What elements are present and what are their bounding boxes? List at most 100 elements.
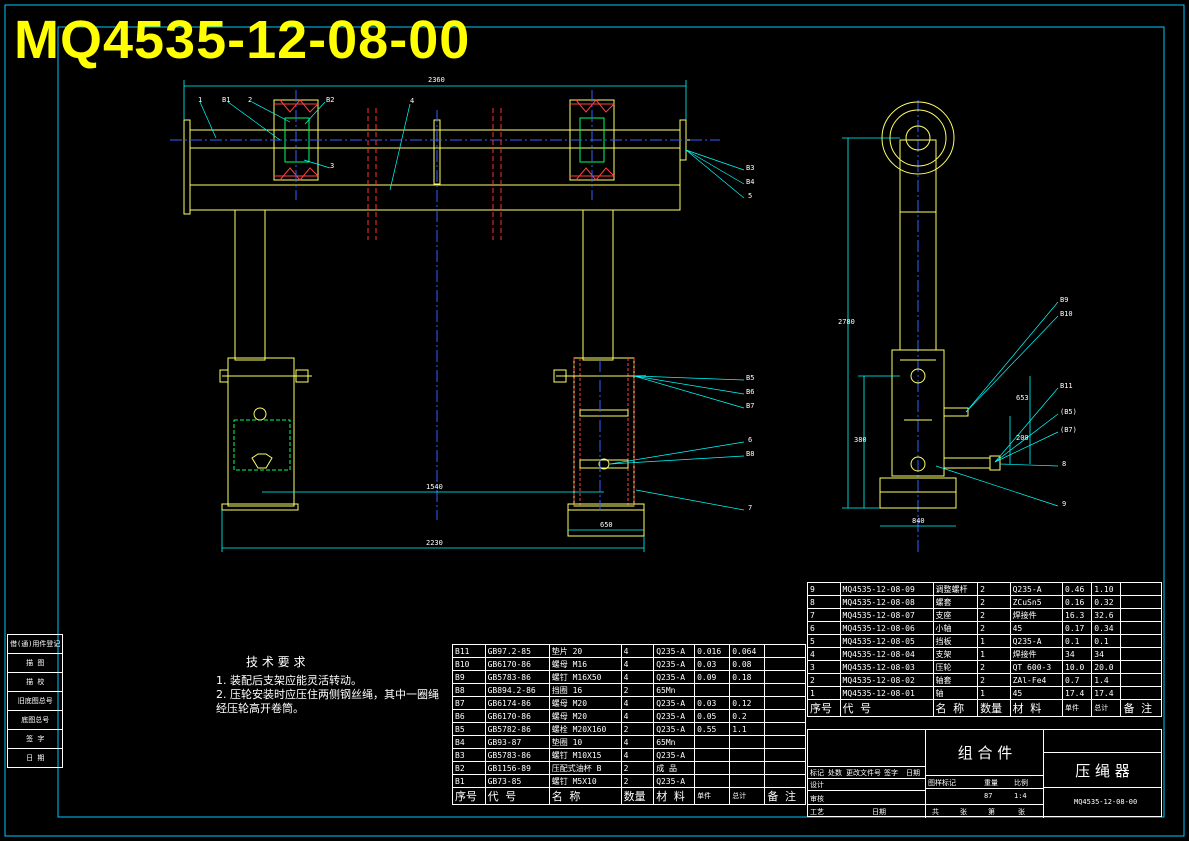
bom-cell: 0.16 [1062,595,1093,609]
bom-cell: B11 [452,644,486,658]
bom-cell: Q235-A [653,670,696,684]
side-cell: 日 期 [6,748,64,768]
date-label: 日期 [872,808,886,816]
dim-right-small1: 653 [1016,394,1029,402]
bom-cell [764,696,806,710]
stage-value: 87 [984,792,993,800]
bom-cell: 45 [1009,686,1064,700]
rev-header: 签字 [884,769,898,777]
bom-cell: 4 [807,647,841,661]
bom-cell: 2 [977,595,1011,609]
bom-header-cell: 代 号 [484,787,550,805]
callout: B5 [746,374,755,382]
bom-cell: 4 [620,748,655,762]
bom-cell: 4 [620,657,655,671]
bom-cell: 螺母 M20 [548,709,622,723]
side-cell: 底图总号 [6,710,64,730]
bom-cell: 6 [807,621,841,635]
bom-cell: Q235-A [1009,582,1064,596]
bom-cell: 0.05 [694,709,731,723]
bom-header-cell: 备 注 [764,787,806,805]
dim-right-height: 2780 [838,318,855,326]
bom-cell: MQ4535-12-08-01 [839,686,934,700]
bom-cell: 0.09 [694,670,731,684]
bom-cell: B7 [452,696,486,710]
bom-cell: GB6170-86 [484,657,550,671]
bom-cell [694,748,731,762]
callout: 3 [330,162,335,170]
bom-cell: GB1156-89 [484,761,550,775]
bom-cell: 支架 [932,647,979,661]
bom-cell: 0.7 [1062,673,1093,687]
stage-header: 重量 [984,779,998,787]
bom-cell: B1 [452,774,486,788]
note-line: 经压轮高开卷筒。 [216,702,304,715]
bom-header-cell: 序号 [452,787,486,805]
bom-cell: 65Mn [653,683,696,697]
callout: 7 [748,504,753,512]
bom-cell: 螺钉 M5X10 [548,774,622,788]
stage-header: 图样标记 [928,779,956,787]
callout: 1 [198,96,203,104]
bom-cell: MQ4535-12-08-02 [839,673,934,687]
side-view [879,101,1001,509]
bom-cell: 2 [977,660,1011,674]
bom-cell: 45 [1009,621,1064,635]
bom-cell: MQ4535-12-08-03 [839,660,934,674]
bom-cell: 4 [620,670,655,684]
shaft [189,129,681,149]
bom-cell: 10.0 [1062,660,1093,674]
dim-bottom: 2230 [426,539,443,547]
bom-cell: 垫圈 10 [548,735,622,749]
rev-header: 处数 [828,769,842,777]
stage-value: 1:4 [1014,792,1027,800]
bom-header-cell: 备 注 [1120,699,1162,717]
callout: B11 [1060,382,1073,390]
bom-cell: Q235-A [1009,634,1064,648]
bom-cell: 螺钉 M16X50 [548,670,622,684]
bom-cell: 小轴 [932,621,979,635]
bom-cell: MQ4535-12-08-08 [839,595,934,609]
bom-cell: 轴套 [932,673,979,687]
callout: B8 [746,450,755,458]
front-view [183,99,700,537]
bom-header-cell: 总计 [1091,699,1122,717]
bom-cell: 支座 [932,608,979,622]
bom-cell: GB5783-86 [484,670,550,684]
bom-cell: 7 [807,608,841,622]
side-cell: 描 校 [6,672,64,692]
bom-cell: 2 [807,673,841,687]
bom-cell: ZCuSn5 [1009,595,1064,609]
bom-cell: 0.34 [1091,621,1122,635]
bom-cell: B10 [452,657,486,671]
bom-cell [729,761,766,775]
bom-cell: 1 [977,647,1011,661]
sheet-label: 共 [932,808,939,816]
bom-cell: 0.03 [694,657,731,671]
bom-cell: 2 [977,582,1011,596]
side-cell: 描 图 [6,653,64,673]
bom-header-cell: 材 料 [1009,699,1064,717]
bom-cell: B2 [452,761,486,775]
bom-cell: 2 [977,608,1011,622]
bom-cell: GB97.2-85 [484,644,550,658]
bom-cell [1120,673,1162,687]
bom-cell: 挡板 [932,634,979,648]
bom-cell: 65Mn [653,735,696,749]
bom-cell: 成 品 [653,761,696,775]
bom-header-cell: 名 称 [548,787,622,805]
callout: 8 [1062,460,1067,468]
bom-cell: 2 [620,722,655,736]
bom-header-cell: 序号 [807,699,841,717]
bom-cell: 16.3 [1062,608,1093,622]
bom-header-cell: 数量 [977,699,1011,717]
